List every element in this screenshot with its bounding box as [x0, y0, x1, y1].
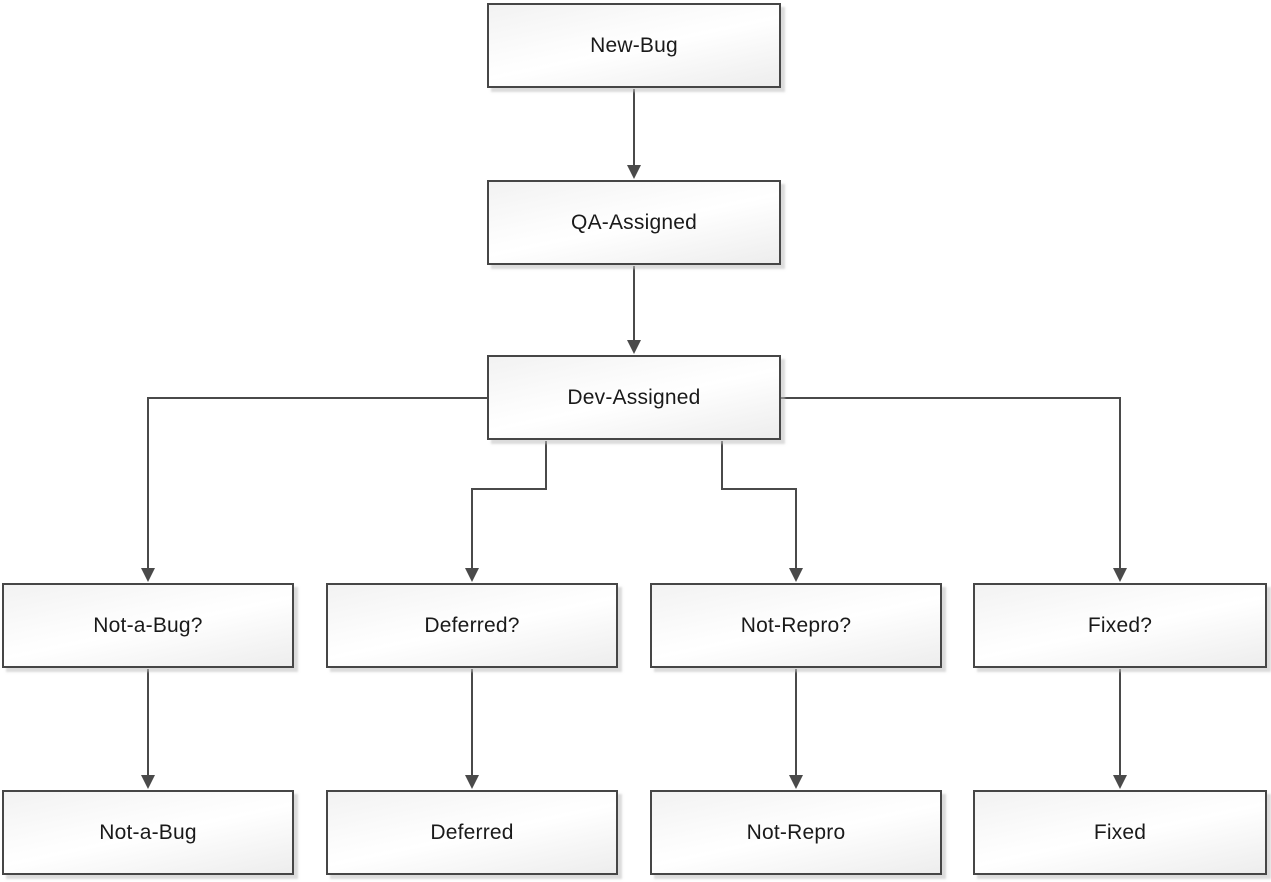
edge-dev-assigned-to-fixed-question	[781, 397, 1127, 582]
node-not-a-bug: Not-a-Bug	[2, 790, 294, 875]
edge-dev-assigned-to-deferred-question	[465, 441, 547, 582]
node-deferred: Deferred	[326, 790, 618, 875]
node-not-repro-question: Not-Repro?	[650, 583, 942, 668]
node-not-repro: Not-Repro	[650, 790, 942, 875]
node-fixed: Fixed	[973, 790, 1267, 875]
node-qa-assigned: QA-Assigned	[487, 180, 781, 265]
edge-dev-assigned-to-not-repro-question	[721, 441, 803, 582]
node-fixed-question: Fixed?	[973, 583, 1267, 668]
node-deferred-question: Deferred?	[326, 583, 618, 668]
node-new-bug: New-Bug	[487, 3, 781, 88]
edge-dev-assigned-to-not-a-bug-question	[141, 397, 487, 582]
node-dev-assigned: Dev-Assigned	[487, 355, 781, 440]
node-not-a-bug-question: Not-a-Bug?	[2, 583, 294, 668]
